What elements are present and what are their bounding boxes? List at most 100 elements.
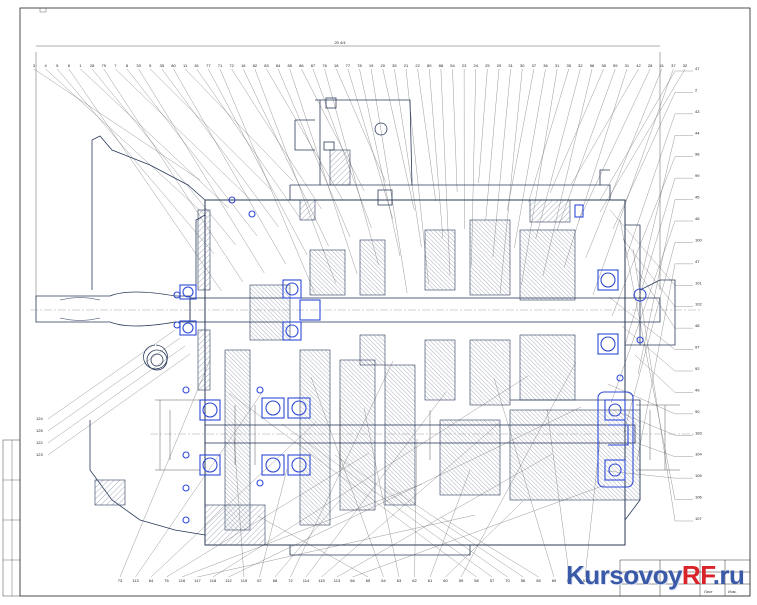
top-callout-label: 5 <box>149 63 152 68</box>
leader-line <box>115 69 250 199</box>
top-callout-label: 29 <box>497 63 502 68</box>
top-callout-label: 21 <box>404 63 409 68</box>
top-callout-label: 79 <box>102 63 107 68</box>
top-callout-label: 18 <box>334 63 339 68</box>
top-callout-label: 4 <box>45 63 48 68</box>
top-callout-label: 30 <box>520 63 525 68</box>
right-callout-label: 43 <box>695 109 700 114</box>
bottom-callout-label: 67 <box>257 578 262 583</box>
bottom-callout-label: 64 <box>149 578 154 583</box>
right-callout-label: 92 <box>695 366 700 371</box>
top-callout-label: 77 <box>206 63 211 68</box>
leader-line <box>34 69 200 180</box>
top-callout-label: 33 <box>136 63 141 68</box>
bottom-callout-label: 56 <box>521 578 526 583</box>
top-callout-label: 80 <box>171 63 176 68</box>
top-callout-label: 59 <box>613 63 618 68</box>
top-callout-label: 87 <box>311 63 316 68</box>
top-callout-label: 38 <box>601 63 606 68</box>
right-callout-label: 47 <box>695 259 700 264</box>
top-callout-label: 81 <box>195 63 200 68</box>
left-callout-label: 123 <box>36 452 43 457</box>
watermark-part-3: .ru <box>713 560 745 590</box>
top-callout-label: 36 <box>543 63 548 68</box>
left-callout-label: 125 <box>36 428 43 433</box>
bottom-callout-label: 58 <box>474 578 479 583</box>
leader-line <box>418 69 436 201</box>
bottom-callout-label: 112 <box>225 578 232 583</box>
top-callout-label: 7 <box>114 63 117 68</box>
right-callout-label: 105 <box>695 473 702 478</box>
bottom-callout-label: 65 <box>366 578 371 583</box>
top-callout-label: 88 <box>439 63 444 68</box>
bottom-callout-label: 66 <box>350 578 355 583</box>
top-callout-label: 28 <box>648 63 653 68</box>
top-callout-label: 25 <box>485 63 490 68</box>
right-callout-label: 101 <box>695 280 702 285</box>
top-callout-label: 35 <box>160 63 165 68</box>
leader-line <box>243 69 328 246</box>
leader-line <box>348 69 393 219</box>
watermark-part-2: RF <box>682 560 713 590</box>
bottom-callout-label: 64 <box>381 578 386 583</box>
right-callout-label: 48 <box>695 323 700 328</box>
hatched-sections <box>95 150 640 545</box>
top-callout-label: 32 <box>683 63 688 68</box>
top-callout-label: 31 <box>508 63 513 68</box>
leader-line <box>360 69 401 256</box>
bottom-callout-label: 62 <box>412 578 417 583</box>
top-callout-label: 24 <box>474 63 479 68</box>
right-callout-label: 46 <box>695 216 700 221</box>
leader-line <box>479 69 488 183</box>
bottom-callout-label: 76 <box>164 578 169 583</box>
top-callout-label: 42 <box>636 63 641 68</box>
top-callout-label: 77 <box>346 63 351 68</box>
right-callout-label: 97 <box>695 345 700 350</box>
right-callout-label: 107 <box>695 516 702 521</box>
right-callout-label: 104 <box>695 452 702 457</box>
right-callout-label: 99 <box>695 173 700 178</box>
top-callout-label: 3 <box>33 63 36 68</box>
top-callout-label: 22 <box>415 63 420 68</box>
top-leader-lines <box>34 69 685 295</box>
bottom-callout-label: 73 <box>118 578 123 583</box>
top-callout-label: 56 <box>590 63 595 68</box>
top-callout-label: 89 <box>427 63 432 68</box>
top-callout-label: 5 <box>56 63 59 68</box>
leader-line <box>550 69 604 193</box>
bottom-callout-label: 63 <box>397 578 402 583</box>
bottom-callout-label: 113 <box>132 578 139 583</box>
top-callout-label: 37 <box>671 63 676 68</box>
top-callout-label: 71 <box>218 63 223 68</box>
top-callout-label: 31 <box>555 63 560 68</box>
leader-line <box>507 69 534 211</box>
right-callout-label: 103 <box>695 430 702 435</box>
leader-line <box>383 69 415 210</box>
leader-line <box>208 69 307 255</box>
overall-dimension-label: 20 4/4 <box>334 40 346 45</box>
top-callout-label: 35 <box>392 63 397 68</box>
leader-line <box>486 69 499 220</box>
bottom-callout-label: 59 <box>459 578 464 583</box>
bottom-callout-label: 60 <box>443 578 448 583</box>
bottom-callout-label: 113 <box>334 578 341 583</box>
top-callout-label: 16 <box>241 63 246 68</box>
bottom-callout-label: 116 <box>179 578 186 583</box>
top-callout-label: 86 <box>299 63 304 68</box>
top-callout-label: 54 <box>450 63 455 68</box>
bottom-callout-label: 119 <box>241 578 248 583</box>
leader-line <box>593 69 674 295</box>
top-callout-label: 37 <box>532 63 537 68</box>
leader-line <box>571 69 638 184</box>
leader-line <box>92 69 236 245</box>
bottom-callout-label: 61 <box>428 578 433 583</box>
top-callout-label: 20 <box>381 63 386 68</box>
top-callout-label: 11 <box>183 63 188 68</box>
right-callout-label: 106 <box>695 495 702 500</box>
bottom-callout-label: 72 <box>288 578 293 583</box>
top-callout-label: 78 <box>357 63 362 68</box>
leader-line <box>127 69 257 236</box>
